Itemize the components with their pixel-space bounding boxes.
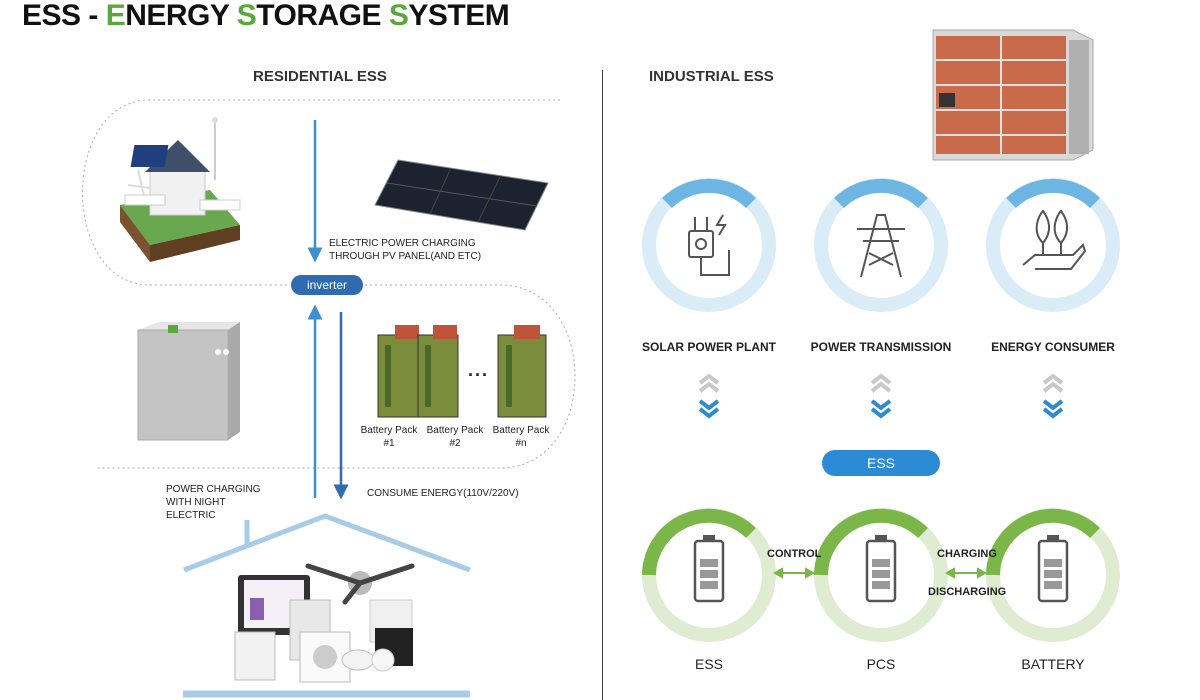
battery-icon-pcs — [865, 535, 897, 603]
night-charging-label: POWER CHARGING WITH NIGHT ELECTRIC — [166, 484, 261, 521]
ring-ess — [642, 508, 776, 642]
discharging-label: DISCHARGING — [928, 586, 1007, 598]
chevrons-solar — [698, 373, 720, 419]
ring-pcs — [814, 508, 948, 642]
residential-diagram — [82, 99, 576, 698]
ring-solar — [642, 178, 776, 312]
battery-pack-1-icon — [377, 325, 419, 418]
battery-icon-battery — [1037, 535, 1069, 603]
tower-icon — [857, 214, 905, 278]
battery-pack-n-icon — [497, 325, 547, 418]
pv-panel-icon — [374, 159, 549, 231]
ess-button[interactable]: ESS — [822, 450, 940, 476]
house-icon — [120, 117, 241, 262]
energy-consumer-label: ENERGY CONSUMER — [991, 340, 1115, 354]
ring-consumer — [986, 178, 1120, 312]
control-double-arrow — [772, 567, 816, 579]
control-label: CONTROL — [767, 548, 822, 560]
battery-pack-2-label: Battery Pack#2 — [426, 425, 484, 449]
residential-heading: RESIDENTIAL ESS — [253, 68, 387, 85]
battery-pack-2-icon — [417, 325, 459, 418]
industrial-heading: INDUSTRIAL ESS — [649, 68, 774, 85]
page-title: ESS - ENERGY STORAGE SYSTEM — [22, 0, 510, 32]
power-transmission-label: POWER TRANSMISSION — [810, 340, 952, 354]
dotted-loop-top — [82, 99, 560, 286]
home-roof-outline — [183, 513, 471, 573]
ring-transmission — [814, 178, 948, 312]
chevrons-transmission — [870, 373, 892, 419]
pv-charging-label: ELECTRIC POWER CHARGING THROUGH PV PANEL… — [329, 238, 482, 262]
battery-cabinet-icon — [137, 322, 240, 441]
charging-label: CHARGING — [937, 548, 997, 560]
battery-pack-1-label: Battery Pack#1 — [360, 425, 418, 449]
plug-icon — [688, 214, 730, 276]
battery-pack-n-label: Battery Pack#n — [492, 425, 550, 449]
home-appliances-icon — [234, 563, 415, 683]
chevrons-consumer — [1042, 373, 1064, 419]
industrial-cabinet-icon — [932, 29, 1094, 161]
ess-component-label: ESS — [694, 656, 723, 672]
battery-icon-ess — [693, 535, 725, 603]
dotted-loop-bottom — [95, 284, 576, 469]
inverter-badge: inverter — [291, 275, 363, 295]
battery-ellipsis: ... — [468, 360, 490, 380]
charging-double-arrow — [944, 567, 988, 579]
consume-energy-label: CONSUME ENERGY(110V/220V) — [367, 488, 519, 499]
section-divider — [602, 70, 603, 700]
hand-plant-icon — [1022, 209, 1087, 270]
industrial-diagram — [642, 29, 1120, 642]
battery-component-label: BATTERY — [1021, 656, 1085, 672]
pcs-component-label: PCS — [866, 656, 896, 672]
ring-battery — [986, 508, 1120, 642]
solar-power-plant-label: SOLAR POWER PLANT — [642, 340, 776, 354]
